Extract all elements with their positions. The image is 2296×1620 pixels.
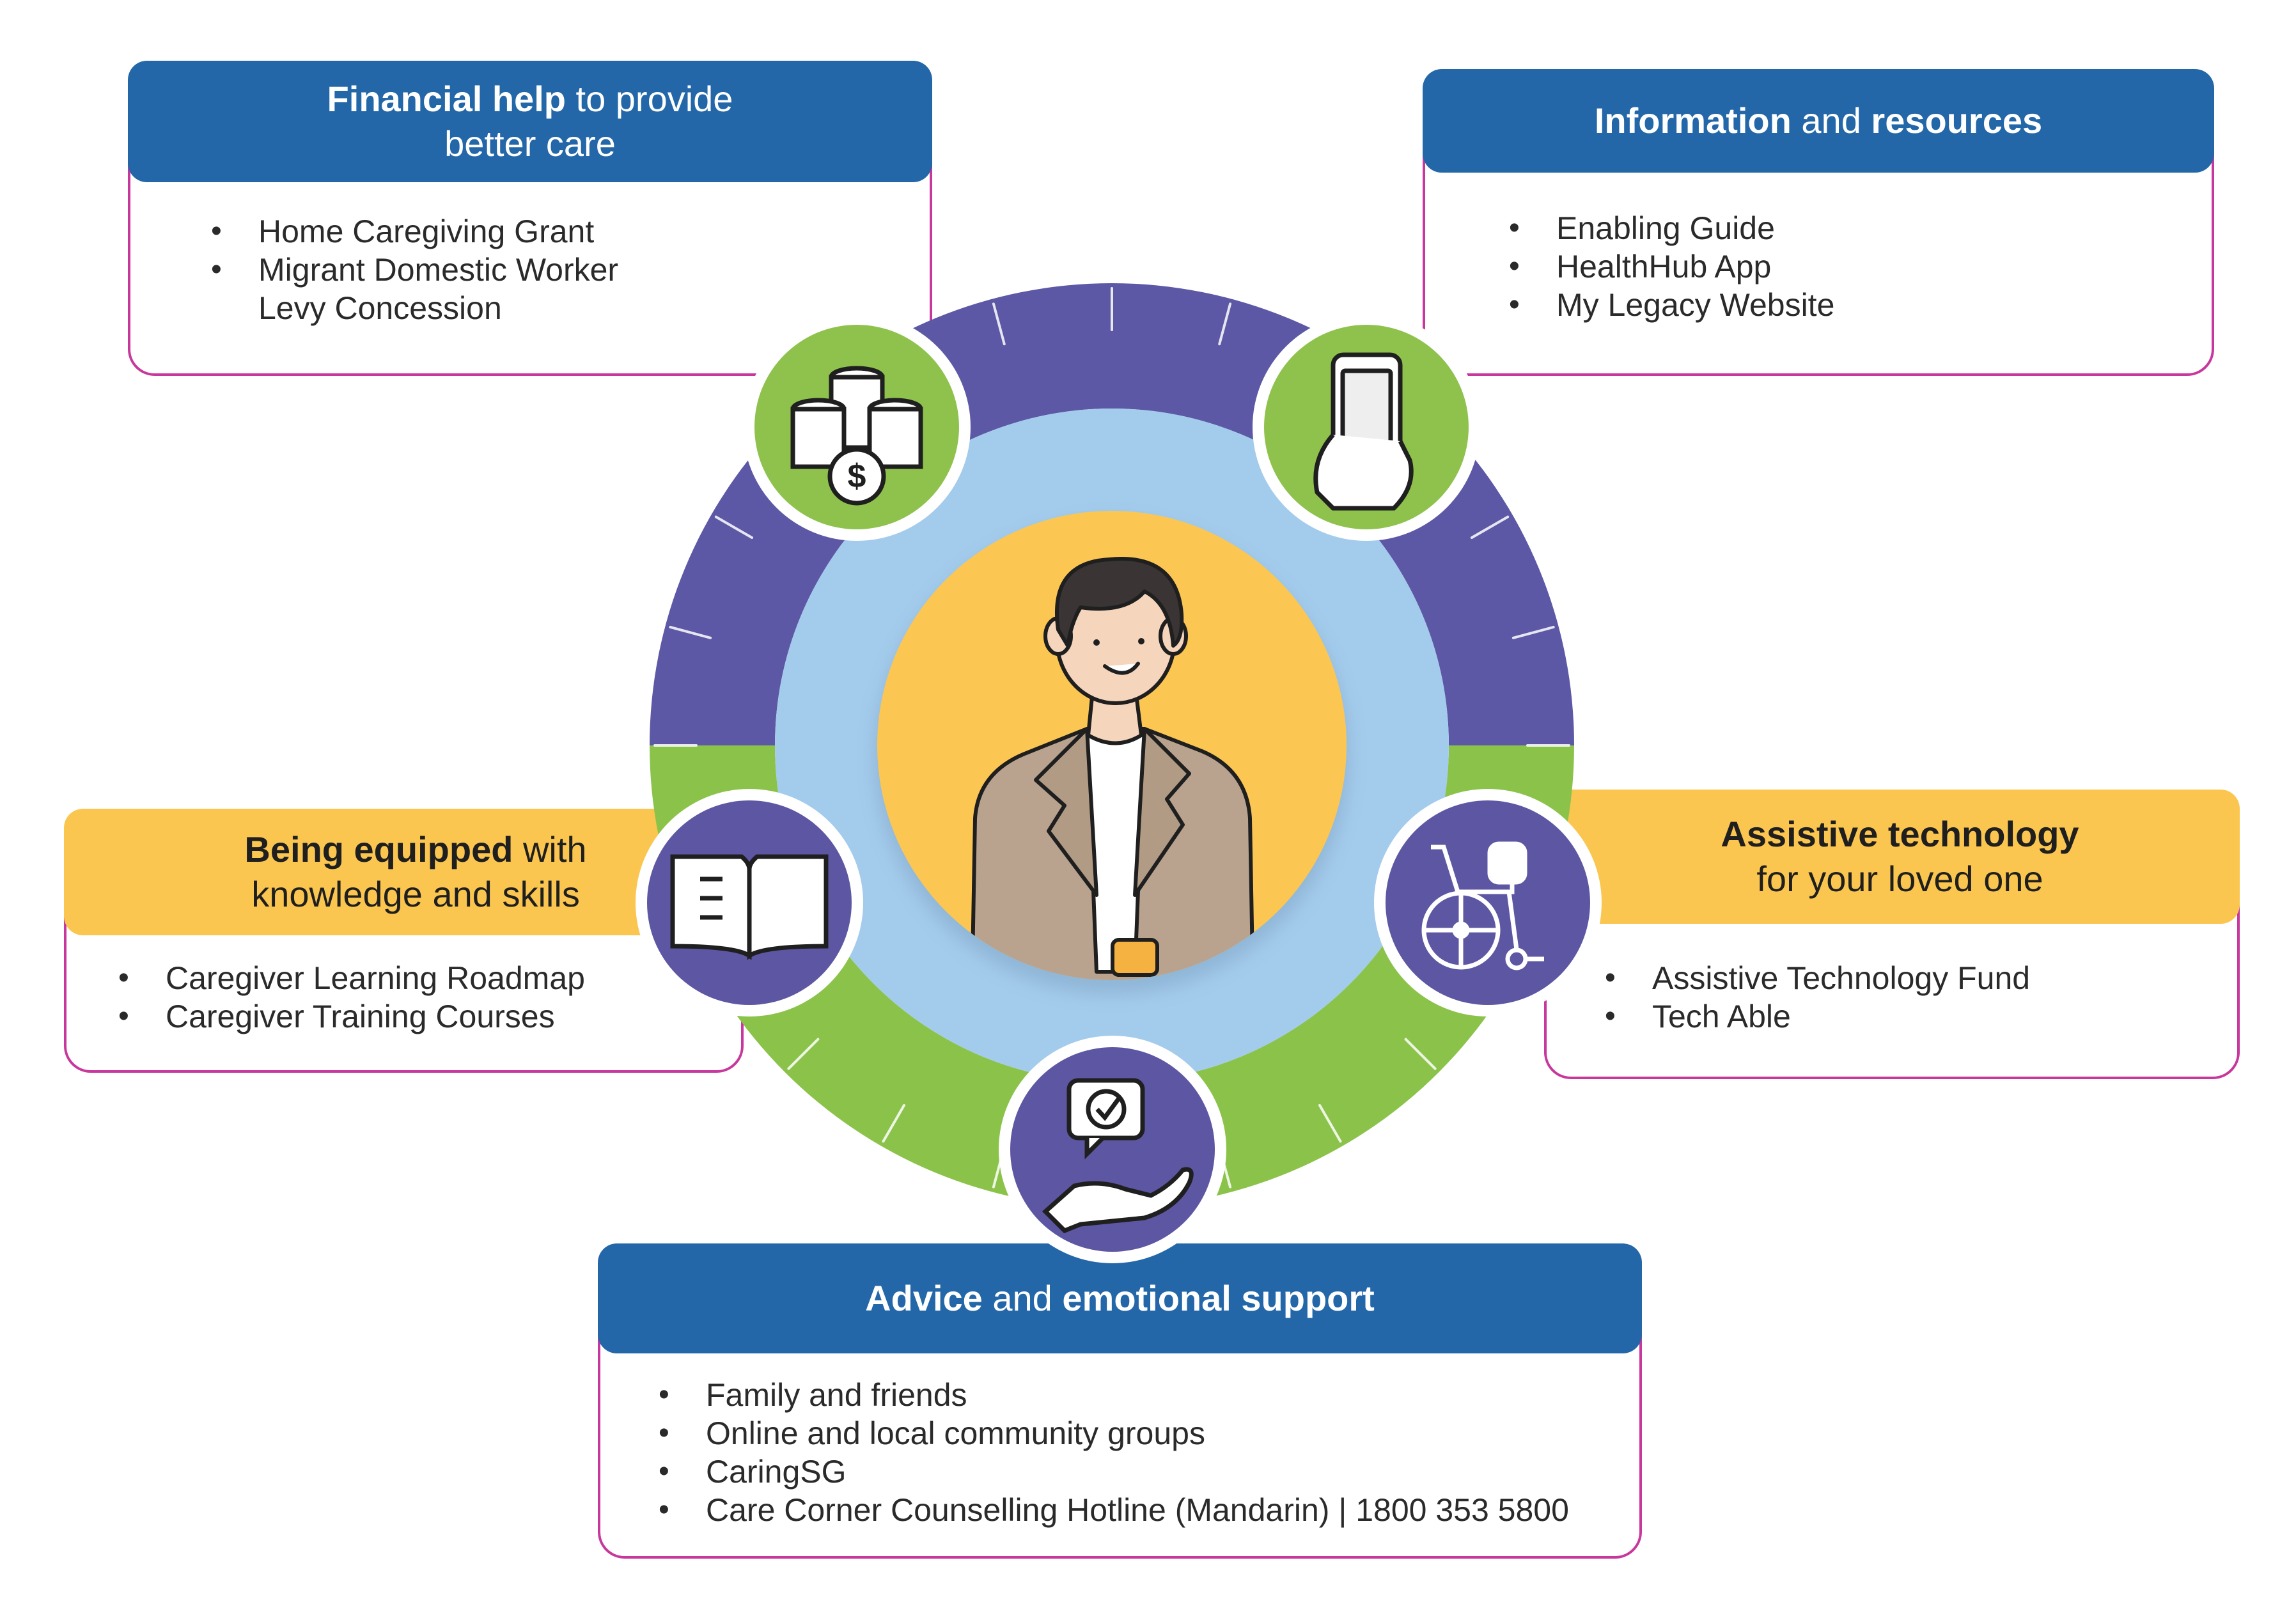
support-hand-icon	[999, 1036, 1226, 1263]
list-item: My Legacy Website	[1509, 286, 1834, 324]
caregiver-person-illustration	[970, 557, 1255, 980]
advice-title-mid: and	[982, 1278, 1063, 1318]
list-item: Care Corner Counselling Hotline (Mandari…	[659, 1491, 1569, 1529]
ring-tick	[992, 302, 1006, 346]
information-resources-list: Enabling Guide HealthHub App My Legacy W…	[1509, 209, 1834, 324]
being-equipped-title-rest: with	[513, 829, 587, 869]
ring-tick	[1470, 515, 1510, 539]
assistive-title-line2: for your loved one	[1756, 859, 2043, 899]
outer-ring-green	[650, 745, 1574, 1208]
assistive-technology-list: Assistive Technology Fund Tech Able	[1605, 959, 2030, 1036]
financial-help-header: Financial help to provide better care	[128, 61, 932, 182]
assistive-technology-header: Assistive technology for your loved one	[1560, 790, 2240, 924]
information-resources-header: Information and resources	[1423, 69, 2214, 173]
list-item: Caregiver Training Courses	[118, 997, 585, 1036]
advice-support-list: Family and friends Online and local comm…	[659, 1376, 1569, 1529]
list-item: Caregiver Learning Roadmap	[118, 959, 585, 997]
assistive-title-bold: Assistive technology	[1721, 814, 2079, 854]
financial-help-title-bold: Financial help	[327, 79, 566, 119]
list-item: Levy Concession	[258, 290, 502, 326]
list-item: Home Caregiving Grant	[211, 212, 618, 251]
smartphone-icon	[1253, 313, 1480, 541]
information-title-bold2: resources	[1871, 100, 2043, 141]
list-item: CaringSG	[659, 1453, 1569, 1491]
ring-tick	[1318, 1103, 1342, 1143]
wheelchair-icon	[1374, 789, 1602, 1016]
list-item: Assistive Technology Fund	[1605, 959, 2030, 997]
ring-tick	[669, 625, 712, 639]
book-icon	[636, 789, 863, 1016]
information-title-bold1: Information	[1594, 100, 1792, 141]
financial-help-title-line2: better care	[444, 123, 616, 164]
advice-title-bold1: Advice	[865, 1278, 983, 1318]
being-equipped-title-line2: knowledge and skills	[251, 874, 580, 914]
list-item: Family and friends	[659, 1376, 1569, 1414]
financial-help-title-rest: to provide	[565, 79, 733, 119]
list-item: Migrant Domestic Worker	[211, 251, 618, 289]
list-item: Enabling Guide	[1509, 209, 1834, 247]
list-item: Online and local community groups	[659, 1414, 1569, 1453]
svg-text:$: $	[848, 458, 866, 495]
financial-help-list: Home Caregiving Grant Migrant Domestic W…	[211, 212, 618, 327]
list-item: HealthHub App	[1509, 247, 1834, 286]
ring-tick	[1404, 1038, 1437, 1070]
ring-tick	[787, 1038, 820, 1070]
ring-tick	[714, 515, 754, 539]
ring-tick	[1511, 625, 1555, 639]
being-equipped-list: Caregiver Learning Roadmap Caregiver Tra…	[118, 959, 585, 1036]
being-equipped-title-bold: Being equipped	[244, 829, 513, 869]
list-item: Tech Able	[1605, 997, 2030, 1036]
information-title-mid: and	[1791, 100, 1871, 141]
ring-tick	[882, 1103, 905, 1143]
ring-tick	[1218, 302, 1232, 346]
advice-title-bold2: emotional support	[1062, 1278, 1375, 1318]
coins-icon: $	[743, 313, 971, 541]
